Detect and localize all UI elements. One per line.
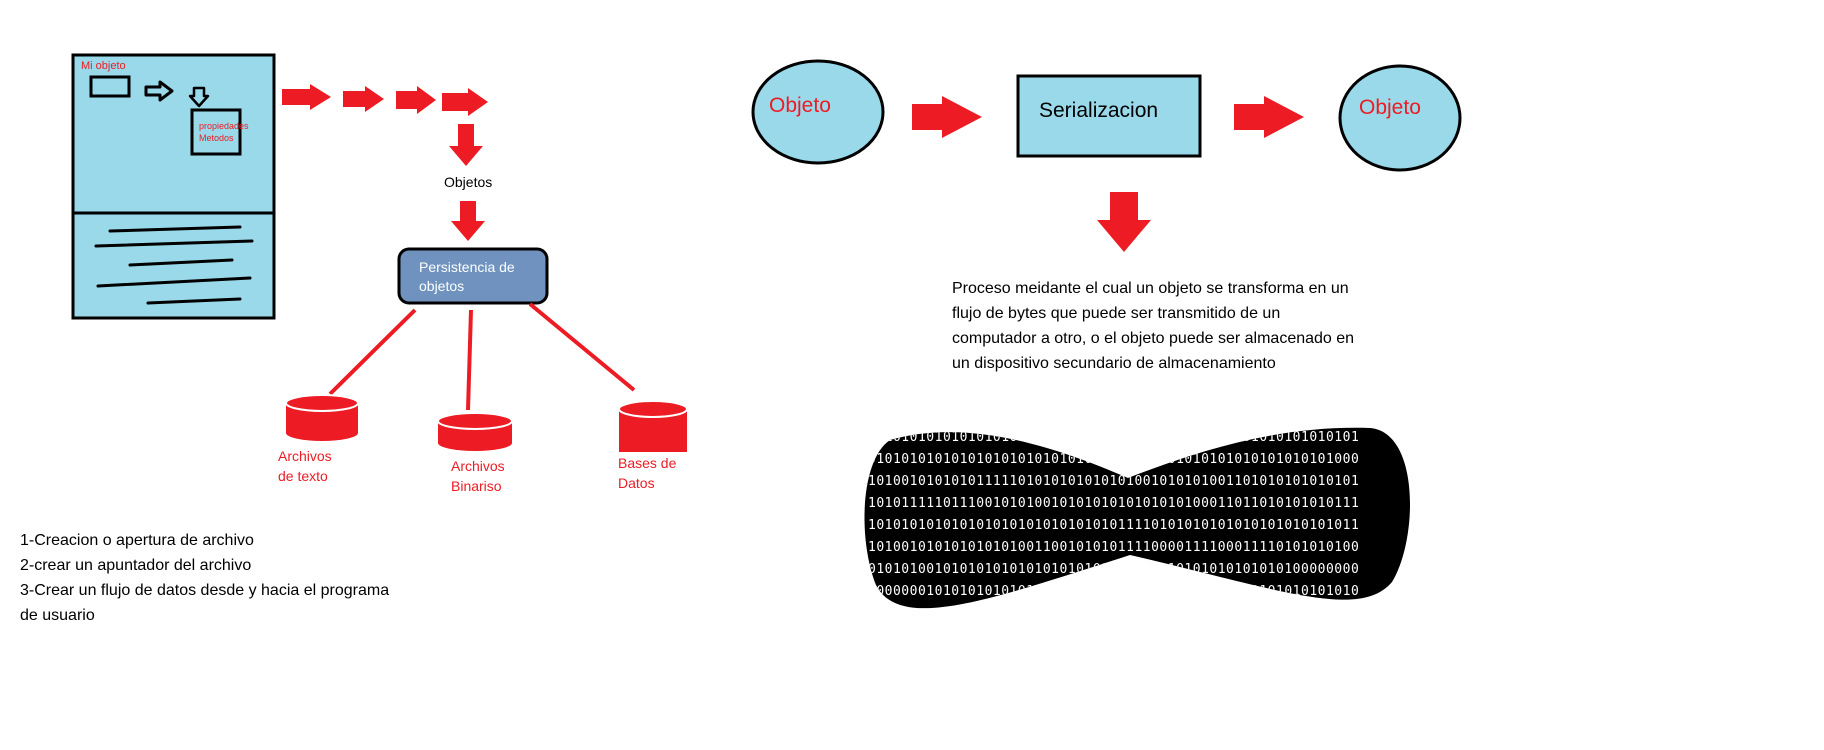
storage-label-line2: de texto <box>278 468 328 484</box>
red-arrow-right-icon <box>1234 96 1304 138</box>
red-arrow-right-icon <box>282 84 331 110</box>
properties-box <box>190 108 242 156</box>
serialization-description: Proceso meidante el cual un objeto se tr… <box>952 276 1354 376</box>
red-arrow-right-icon <box>442 88 488 116</box>
step-item: 2-crear un apuntador del archivo <box>20 557 252 574</box>
object-label: Mi objeto <box>81 60 126 72</box>
persistence-box <box>397 247 549 305</box>
cylinder-binary-files-icon <box>437 412 513 451</box>
red-arrow-down-icon <box>451 201 485 241</box>
hollow-arrow-down-icon <box>188 86 210 108</box>
storage-label-databases: Bases de Datos <box>618 453 676 493</box>
object-left-label: Objeto <box>769 94 831 117</box>
persistence-label: Persistencia de objetos <box>419 258 515 296</box>
description-line: computador a otro, o el objeto puede ser… <box>952 330 1355 347</box>
red-arrow-down-icon <box>449 124 483 166</box>
storage-label-line1: Archivos <box>451 458 505 474</box>
object-right-label: Objeto <box>1359 96 1421 119</box>
cylinder-database-icon <box>618 400 688 452</box>
description-line: un dispositivo secundario de almacenamie… <box>952 355 1276 372</box>
step-item: 3-Crear un flujo de datos desde y hacia … <box>20 582 390 599</box>
storage-label-binary-files: Archivos Binariso <box>451 456 505 496</box>
step-item: de usuario <box>20 607 95 624</box>
binary-row: 1010101010101010101010101010101111010101… <box>868 518 1359 533</box>
storage-label-text-files: Archivos de texto <box>278 446 332 486</box>
description-line: Proceso meidante el cual un objeto se tr… <box>952 280 1349 297</box>
object-left-ellipse <box>751 59 885 165</box>
binary-row: 0000000101010101010101010101010101010101… <box>868 584 1359 599</box>
binary-stream-shape: 1010101010101010101010101010101010101010… <box>864 427 1411 609</box>
steps-list: 1-Creacion o apertura de archivo 2-crear… <box>20 528 389 628</box>
serialization-box <box>1016 74 1202 158</box>
red-arrow-down-icon <box>1097 192 1151 252</box>
persistence-label-line1: Persistencia de <box>419 259 515 275</box>
serialization-label: Serializacion <box>1039 99 1159 122</box>
red-arrows-row <box>282 84 488 116</box>
binary-row: 1010010101010111110101010101010100101010… <box>868 474 1359 489</box>
object-right-ellipse <box>1338 64 1462 172</box>
step-item: 1-Creacion o apertura de archivo <box>20 532 254 549</box>
object-small-box <box>89 75 131 98</box>
binary-row: 1010111110111001010100101010101010101010… <box>868 496 1359 511</box>
document-text-lines <box>94 225 254 305</box>
binary-row: 0101010101010101010101010101010101010101… <box>868 452 1359 467</box>
cylinder-text-files-icon <box>285 394 359 441</box>
red-arrow-right-icon <box>343 86 384 112</box>
objects-label: Objetos <box>444 174 493 190</box>
red-arrow-right-icon <box>912 96 982 138</box>
properties-label: propiedades <box>199 121 249 131</box>
persistence-connectors <box>328 302 636 411</box>
binary-row: 0101010010101010101010101010101010101010… <box>868 562 1359 577</box>
red-arrow-right-icon <box>396 86 436 114</box>
persistence-label-line2: objetos <box>419 278 465 294</box>
hollow-arrow-right-icon <box>144 80 174 102</box>
methods-label: Metodos <box>199 133 234 143</box>
binary-row: 1010010101010101010011001010101111000011… <box>868 540 1359 555</box>
storage-label-line1: Bases de <box>618 455 677 471</box>
storage-label-line2: Datos <box>618 475 655 491</box>
binary-row: 1010101010101010101010101010101010101010… <box>868 430 1359 445</box>
storage-label-line1: Archivos <box>278 448 332 464</box>
storage-label-line2: Binariso <box>451 478 502 494</box>
document-window <box>71 53 276 320</box>
description-line: flujo de bytes que puede ser transmitido… <box>952 305 1281 322</box>
